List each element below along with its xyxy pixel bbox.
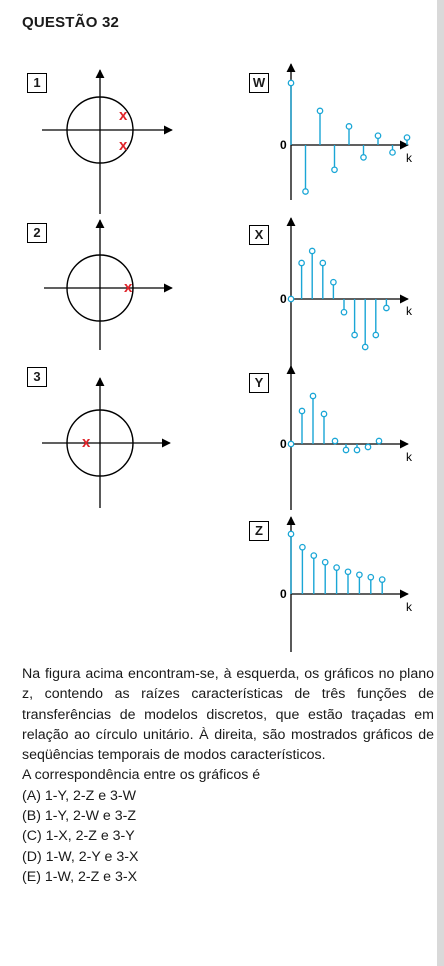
stem-marker [320, 410, 328, 418]
option-c[interactable]: (C) 1-X, 2-Z e 3-Y [22, 828, 135, 845]
stem-marker [308, 247, 316, 255]
question-stem: Na figura acima encontram-se, à esquerda… [22, 666, 434, 764]
stem-marker [375, 437, 383, 445]
question-prompt: A correspondência entre os gráficos é [22, 767, 261, 784]
root-marker: x [119, 137, 128, 154]
stems-z [287, 530, 386, 594]
root-marker: x [82, 434, 91, 451]
stem-marker [389, 149, 396, 156]
stem-marker [316, 107, 324, 115]
stem-marker [360, 154, 367, 161]
z-plane-1: x x [42, 69, 173, 214]
seq-label-y: Y [249, 373, 269, 393]
root-marker: x [119, 107, 128, 124]
stems-w [287, 79, 411, 195]
seq-plot-y: 0 k [280, 365, 413, 510]
stem-marker [367, 573, 375, 581]
stem-marker [331, 166, 338, 174]
seq-label-w: W [249, 73, 269, 93]
stem-marker [302, 188, 309, 195]
seq-plot-x: 0 k [280, 217, 413, 368]
pz-label-2: 2 [27, 223, 47, 243]
k-label: k [406, 450, 413, 464]
pz-label-1: 1 [27, 73, 47, 93]
pz-label-3: 3 [27, 367, 47, 387]
option-a[interactable]: (A) 1-Y, 2-Z e 3-W [22, 787, 137, 804]
question-text: Na figura acima encontram-se, à esquerda… [22, 664, 434, 887]
stem-marker [383, 304, 390, 312]
stem-marker [287, 440, 295, 448]
stem-marker [378, 576, 386, 583]
option-b[interactable]: (B) 1-Y, 2-W e 3-Z [22, 808, 137, 825]
stem-marker [331, 437, 339, 445]
z-plane-2: x [44, 219, 173, 350]
stem-marker [287, 79, 295, 87]
option-e[interactable]: (E) 1-W, 2-Z e 3-X [22, 868, 138, 885]
z-plane-3: x [42, 377, 171, 508]
stems-y [287, 392, 383, 454]
stem-marker [333, 564, 340, 571]
seq-label-z: Z [249, 521, 269, 541]
stem-marker [319, 259, 327, 267]
stem-marker [299, 543, 306, 551]
k-label: k [406, 151, 413, 165]
stem-marker [353, 446, 361, 454]
stem-marker [374, 132, 382, 140]
page-right-margin [437, 0, 444, 966]
stem-marker [287, 295, 295, 303]
stem-marker [342, 446, 350, 454]
unit-circle [66, 409, 134, 477]
root-marker: x [124, 279, 133, 296]
stem-marker [298, 259, 305, 267]
stem-marker [372, 331, 380, 339]
stem-marker [344, 568, 352, 576]
zero-label: 0 [280, 138, 287, 152]
seq-label-x: X [249, 225, 269, 245]
zero-label: 0 [280, 437, 287, 451]
zero-label: 0 [280, 587, 287, 601]
unit-circle [66, 254, 134, 322]
stem-marker [364, 443, 372, 451]
stem-marker [361, 343, 369, 351]
k-label: k [406, 600, 413, 614]
seq-plot-z: 0 k [280, 516, 413, 652]
option-d[interactable]: (D) 1-W, 2-Y e 3-X [22, 848, 139, 865]
stem-marker [356, 571, 363, 579]
figure-canvas: x x x x 0 k 0 k 0 k 0 k [42, 63, 413, 652]
stem-marker [321, 558, 329, 566]
stem-marker [340, 308, 348, 316]
stem-marker [298, 407, 306, 415]
zero-label: 0 [280, 292, 287, 306]
k-label: k [406, 304, 413, 318]
unit-circle [66, 96, 134, 164]
question-title: QUESTÃO 32 [22, 14, 120, 31]
stem-marker [403, 134, 411, 141]
stem-marker [330, 278, 337, 286]
stem-marker [351, 331, 358, 339]
seq-plot-w: 0 k [280, 63, 413, 200]
stem-marker [310, 552, 318, 559]
stem-marker [309, 392, 317, 400]
stems-x [287, 247, 390, 351]
stem-marker [287, 530, 295, 538]
stem-marker [345, 123, 353, 130]
